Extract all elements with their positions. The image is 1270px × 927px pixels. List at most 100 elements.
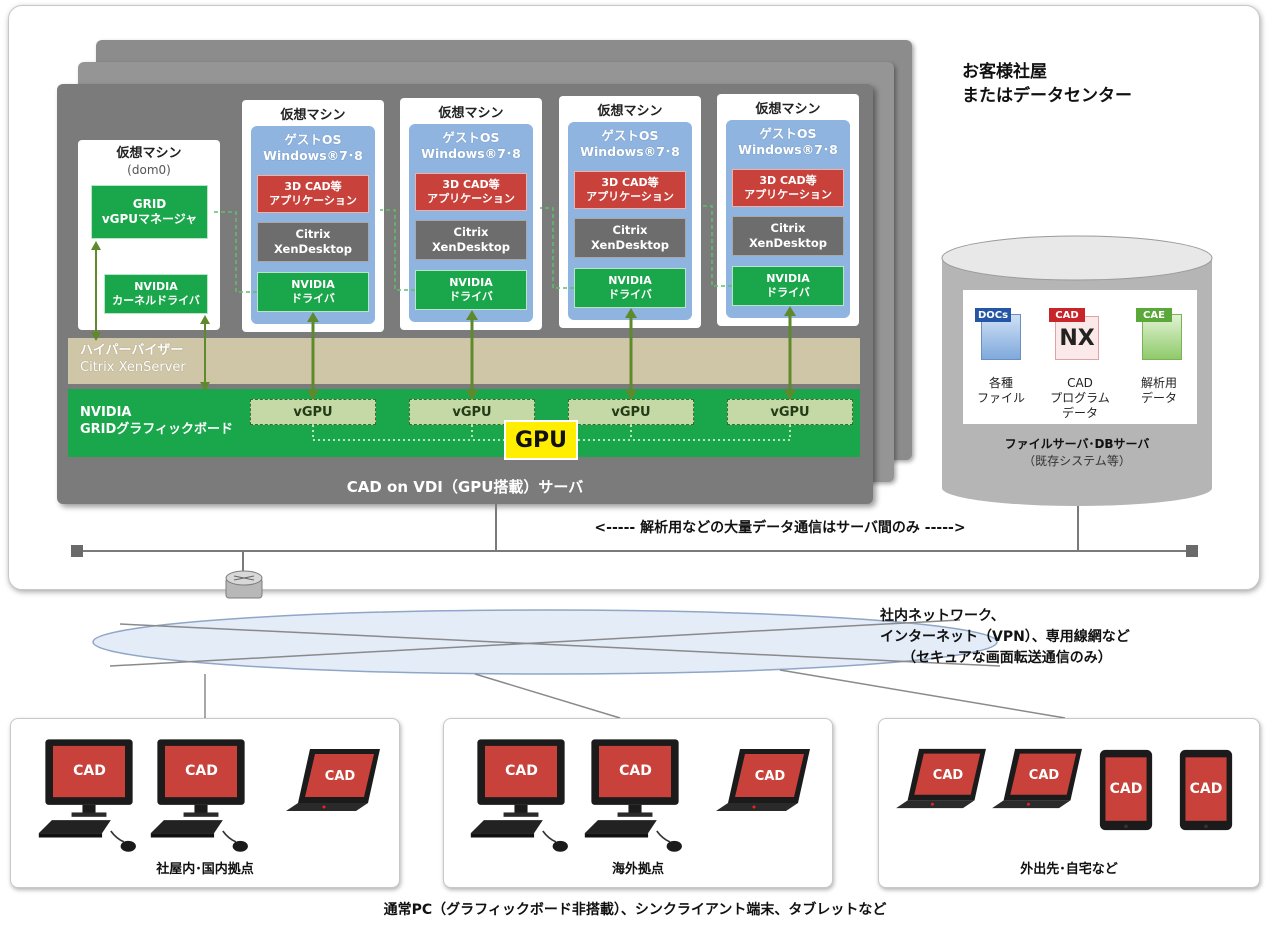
file-item-cae-line1: 解析用 [1140, 376, 1177, 390]
vm-3-os-label: ゲストOS Windows®7･8 [568, 128, 692, 160]
grid-board-line1: NVIDIA [80, 405, 132, 420]
file-item-cae-label: 解析用 データ [1124, 376, 1194, 406]
vm-3-os-line1: ゲストOS [601, 128, 659, 143]
cae-file-icon: CAE [1136, 308, 1182, 360]
network-line3: （セキュアな画面転送通信のみ） [902, 650, 1112, 666]
network-line1: 社内ネットワーク、 [880, 608, 1005, 624]
dom0-subtitle: (dom0) [127, 163, 171, 177]
vm-3-os-line2: Windows®7･8 [580, 144, 680, 159]
dom0-arrows [91, 241, 210, 391]
vm-1-os-label: ゲストOS Windows®7･8 [251, 132, 375, 164]
vm-3-citrix-line2: XenDesktop [590, 238, 669, 252]
file-item-docs-label: 各種 ファイル [966, 376, 1036, 406]
grid-board-label: NVIDIA GRIDグラフィックボード [80, 404, 233, 438]
hypervisor-line2: Citrix XenServer [80, 360, 186, 375]
desktop-pc-icon: CAD [146, 735, 256, 855]
vm-3-title: 仮想マシン [597, 104, 663, 119]
file-item-cad-line2: プログラム [1050, 391, 1110, 405]
vm-4-title: 仮想マシン [755, 102, 821, 117]
desktop-screen-label: CAD [73, 763, 106, 779]
lan-end-left [71, 545, 83, 557]
cae-badge: CAE [1136, 308, 1172, 322]
hypervisor-label: ハイパーバイザー Citrix XenServer [80, 342, 186, 376]
vm-2-app-line1: 3D CAD等 [442, 178, 500, 191]
grid-vgpu-manager-line2: vGPUマネージャ [101, 212, 198, 226]
file-item-cae-line2: データ [1140, 391, 1177, 405]
vm-3-app-line2: アプリケーション [586, 190, 674, 203]
vm-4-cad-app: 3D CAD等 アプリケーション [732, 169, 844, 207]
desktop-screen-label: CAD [505, 763, 538, 779]
vm-4-os-line2: Windows®7･8 [738, 142, 838, 157]
desktop-pc-icon: CAD [580, 735, 690, 855]
network-cross-lines [109, 619, 1066, 719]
laptop-screen-label: CAD [1028, 767, 1060, 783]
vm-1-citrix-line2: XenDesktop [273, 242, 352, 256]
vm-1-cad-app: 3D CAD等 アプリケーション [257, 175, 369, 213]
file-item-docs-line1: 各種 [988, 376, 1013, 390]
dom0-title: 仮想マシン (dom0) [78, 146, 220, 178]
vm-3-driver-line1: NVIDIA [608, 274, 652, 287]
hypervisor-line1: ハイパーバイザー [80, 343, 184, 358]
vm-1-title: 仮想マシン [280, 108, 346, 123]
router-icon [225, 570, 263, 599]
server-caption: CAD on VDI（GPU搭載）サーバ [346, 477, 584, 496]
file-server-subtitle: （既存システム等） [1023, 454, 1131, 468]
vm-3-citrix: Citrix XenDesktop [574, 218, 686, 258]
file-item-cad-line3: データ [1061, 406, 1098, 420]
vm-1-citrix-line1: Citrix [295, 227, 331, 241]
grid-vgpu-manager: GRID vGPUマネージャ [91, 185, 208, 239]
vm-3-driver-line2: ドライバ [608, 288, 652, 301]
cad-badge: CAD [1049, 308, 1085, 322]
vm-2-os-line2: Windows®7･8 [421, 146, 521, 161]
vm-2-nvidia-driver: NVIDIA ドライバ [415, 270, 527, 310]
desktop-screen-label: CAD [185, 763, 218, 779]
datacenter-title-line1: お客様社屋 [962, 62, 1047, 82]
desktop-screen-label: CAD [619, 763, 652, 779]
nx-file-icon: NX CAD [1047, 308, 1103, 360]
vm-1-driver-line2: ドライバ [291, 292, 335, 305]
desktop-pc-icon: CAD [466, 735, 576, 855]
vm-4-citrix-line1: Citrix [770, 221, 806, 235]
vm-2-os-line1: ゲストOS [442, 130, 500, 145]
file-server-title: ファイルサーバ･DBサーバ [1004, 437, 1150, 451]
file-item-cad-line1: CAD [1067, 376, 1093, 390]
tablet-icon: CAD [1098, 748, 1154, 832]
vm-3-cad-app: 3D CAD等 アプリケーション [574, 171, 686, 209]
site-label-overseas: 海外拠点 [611, 862, 664, 877]
vm-1-citrix: Citrix XenDesktop [257, 222, 369, 262]
file-item-cad-label: CAD プログラム データ [1040, 376, 1120, 421]
dom0-title-text: 仮想マシン [116, 146, 182, 161]
manager-links [212, 205, 732, 293]
laptop-screen-label: CAD [754, 768, 786, 784]
nvidia-kernel-driver-line1: NVIDIA [134, 280, 178, 293]
vm-4-citrix-line2: XenDesktop [748, 236, 827, 250]
vm-1-os-line2: Windows®7･8 [263, 148, 363, 163]
vm-4-driver-line1: NVIDIA [766, 272, 810, 285]
datacenter-title-line2: またはデータセンター [962, 86, 1132, 106]
vm-2-citrix: Citrix XenDesktop [415, 220, 527, 260]
gpu-chip: GPU [504, 420, 578, 460]
vm-3-nvidia-driver: NVIDIA ドライバ [574, 268, 686, 308]
tablet-screen-label: CAD [1189, 781, 1223, 797]
vm-2-driver-line2: ドライバ [449, 290, 493, 303]
lan-end-right [1186, 545, 1198, 557]
desktop-pc-icon: CAD [34, 735, 144, 855]
vm-2-citrix-line1: Citrix [453, 225, 489, 239]
vm-4-driver-line2: ドライバ [766, 286, 810, 299]
vm-1-os-line1: ゲストOS [284, 132, 342, 147]
laptop-screen-label: CAD [324, 768, 356, 784]
vm-2-cad-app: 3D CAD等 アプリケーション [415, 173, 527, 211]
file-server-label: ファイルサーバ･DBサーバ （既存システム等） [942, 436, 1212, 469]
vm-2-citrix-line2: XenDesktop [431, 240, 510, 254]
site-label-remote: 外出先･自宅など [1020, 862, 1118, 877]
vm-4-citrix: Citrix XenDesktop [732, 216, 844, 256]
tablet-icon: CAD [1178, 748, 1234, 832]
vm-2-os-label: ゲストOS Windows®7･8 [409, 130, 533, 162]
grid-vgpu-manager-line1: GRID [132, 197, 167, 211]
vm-2-driver-line1: NVIDIA [449, 276, 493, 289]
vm-2-app-line2: アプリケーション [427, 192, 515, 205]
datacenter-title: お客様社屋 またはデータセンター [962, 60, 1222, 108]
vm-4-app-line2: アプリケーション [744, 188, 832, 201]
grid-board-line2: GRIDグラフィックボード [80, 422, 234, 437]
vm-1-driver-line1: NVIDIA [291, 278, 335, 291]
